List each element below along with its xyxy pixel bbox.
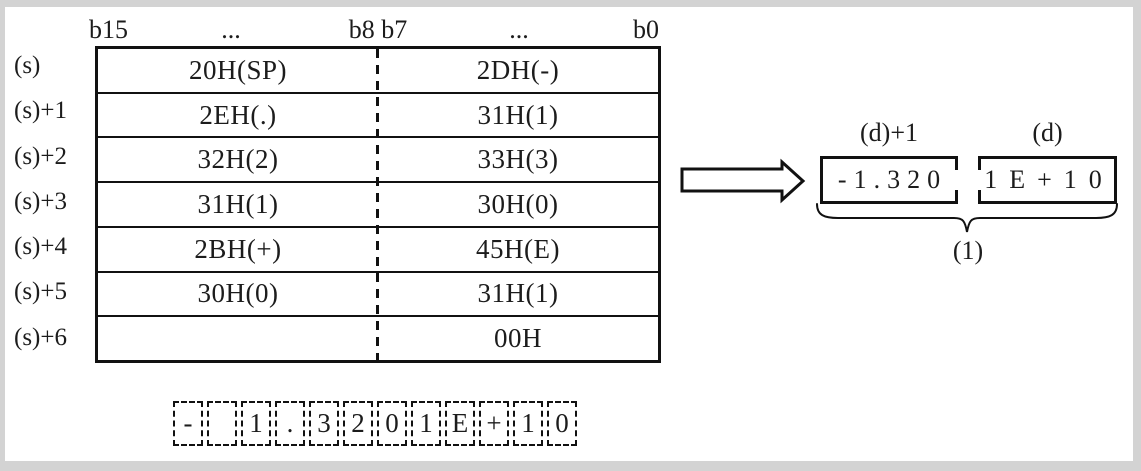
cell-high-byte — [98, 317, 378, 360]
char-box: 1 — [411, 401, 441, 446]
cell-low-byte: 45H(E) — [476, 233, 560, 264]
cell-high-byte: 32H(2) — [197, 144, 279, 175]
bit-label-b8-b7: b8 b7 — [348, 15, 408, 44]
cell-high-byte: 31H(1) — [197, 189, 279, 220]
char-box: 0 — [377, 401, 407, 446]
cell-low-byte: 30H(0) — [477, 189, 559, 220]
row-label-s5: (s)+5 — [14, 277, 67, 305]
table-row: 20H(SP) 2DH(-) — [98, 49, 658, 94]
row-label-s2: (s)+2 — [14, 142, 67, 170]
char-box: - — [173, 401, 203, 446]
char-box: E — [445, 401, 475, 446]
cell-low-byte: 00H — [494, 323, 542, 354]
byte-boundary-dashed-line — [376, 49, 379, 360]
cell-low-byte: 31H(1) — [477, 99, 559, 130]
cell-high-byte: 20H(SP) — [188, 54, 287, 85]
char-box: 1 — [513, 401, 543, 446]
cell-high-byte: 2EH(.) — [199, 99, 277, 130]
group-label: (1) — [952, 236, 984, 265]
table-row: 00H — [98, 317, 658, 360]
bit-label-dots-left: ... — [221, 15, 241, 44]
bit-label-b15: b15 — [89, 15, 128, 44]
char-box: . — [275, 401, 305, 446]
cell-high-byte: 30H(0) — [197, 278, 279, 309]
dest-plus1-label: (d)+1 — [860, 118, 918, 147]
cell-low-byte: 31H(1) — [477, 278, 559, 309]
cell-low-byte: 2DH(-) — [476, 54, 560, 85]
dest-plus1-value-box: -1.320 — [820, 156, 958, 204]
char-box: 0 — [547, 401, 577, 446]
right-arrow-icon — [680, 158, 806, 204]
row-label-s: (s) — [14, 51, 41, 79]
bit-label-dots-right: ... — [509, 15, 529, 44]
char-box: 1 — [241, 401, 271, 446]
cell-low-byte: 33H(3) — [477, 144, 559, 175]
char-box: 2 — [343, 401, 373, 446]
bit-label-b0: b0 — [633, 15, 659, 44]
dest-value-box: 1E+10 — [978, 156, 1117, 204]
cell-high-byte: 2BH(+) — [194, 233, 282, 264]
row-label-s1: (s)+1 — [14, 96, 67, 124]
row-label-s4: (s)+4 — [14, 232, 67, 260]
row-label-s3: (s)+3 — [14, 187, 67, 215]
row-label-s6: (s)+6 — [14, 323, 67, 351]
char-box: + — [479, 401, 509, 446]
dest-label: (d) — [1032, 118, 1063, 147]
char-box — [207, 401, 237, 446]
ascii-char-sequence: - 1 . 3 2 0 1 E + 1 0 — [173, 401, 577, 446]
char-box: 3 — [309, 401, 339, 446]
underbrace — [816, 203, 1118, 233]
